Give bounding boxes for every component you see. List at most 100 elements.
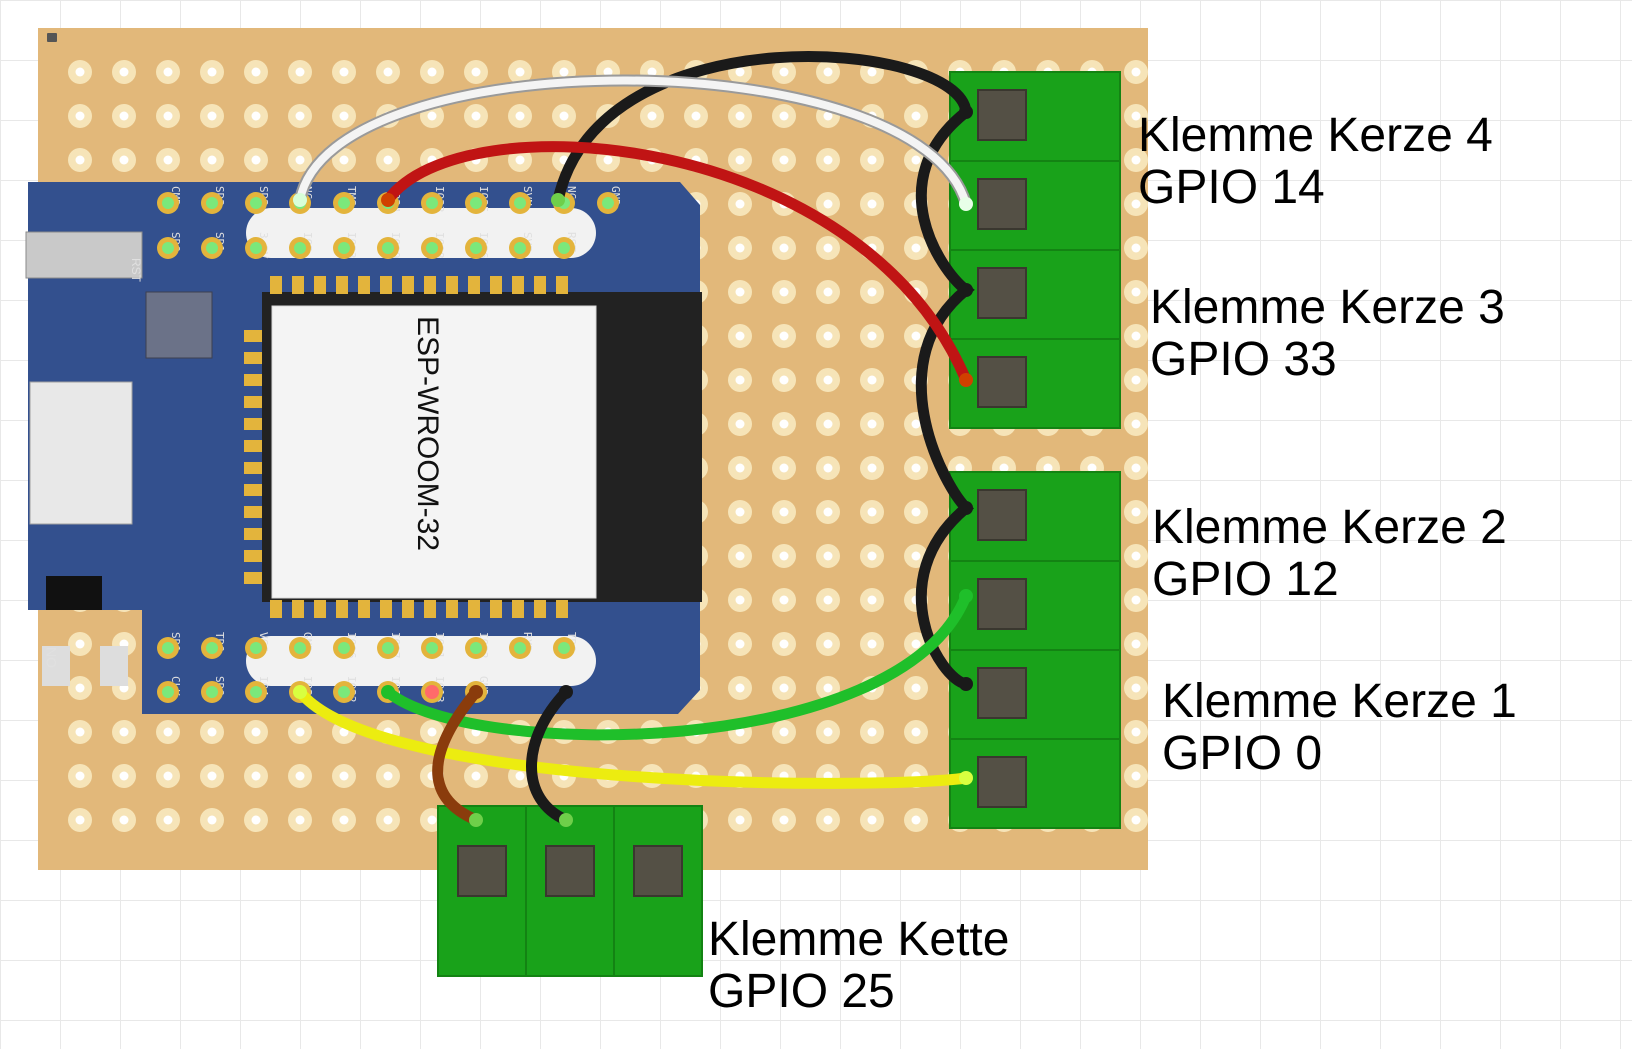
header-pin	[245, 681, 267, 703]
perfboard-hole	[1124, 808, 1148, 832]
perfboard-hole	[68, 632, 92, 656]
perfboard-hole	[1124, 500, 1148, 524]
perfboard-hole	[860, 632, 884, 656]
header-pin	[553, 637, 575, 659]
perfboard-hole	[288, 808, 312, 832]
module-pad	[380, 600, 392, 618]
wire-end	[559, 813, 573, 827]
perfboard-hole	[112, 60, 136, 84]
header-pin	[377, 637, 399, 659]
wire-end	[959, 501, 973, 515]
perfboard-hole	[640, 104, 664, 128]
terminal-cell	[949, 649, 1121, 740]
perfboard-hole	[68, 720, 92, 744]
terminal-cell	[613, 805, 703, 977]
module-pad	[468, 276, 480, 294]
perfboard-hole	[772, 368, 796, 392]
on-label: ON	[43, 647, 59, 668]
module-pad	[512, 276, 524, 294]
on-switch	[42, 646, 70, 686]
perfboard-hole	[772, 676, 796, 700]
usb-connector	[29, 381, 133, 525]
perfboard-hole	[1124, 544, 1148, 568]
terminal-blocks	[437, 71, 1121, 977]
perfboard-hole	[904, 500, 928, 524]
header-pin	[465, 237, 487, 259]
wire-end	[293, 193, 307, 207]
module-pad	[314, 600, 326, 618]
perfboard-hole	[816, 236, 840, 260]
module-pad	[402, 600, 414, 618]
module-pad	[292, 600, 304, 618]
header-pin	[245, 192, 267, 214]
perfboard-hole	[904, 324, 928, 348]
perfboard-hole	[772, 60, 796, 84]
perfboard-hole	[684, 104, 708, 128]
header-pin	[465, 192, 487, 214]
perfboard-hole	[420, 60, 444, 84]
perfboard-hole	[420, 720, 444, 744]
perfboard-hole	[728, 632, 752, 656]
perfboard-hole	[860, 456, 884, 480]
perfboard-hole	[1124, 632, 1148, 656]
perfboard-hole	[244, 764, 268, 788]
perfboard-hole	[68, 104, 92, 128]
perfboard-hole	[816, 412, 840, 436]
perfboard-hole	[728, 236, 752, 260]
perfboard-hole	[816, 60, 840, 84]
module-name: ESP-WROOM-32	[411, 316, 444, 551]
wires	[294, 51, 975, 826]
perfboard-hole	[728, 808, 752, 832]
module-pad	[336, 276, 348, 294]
perfboard-hole	[860, 324, 884, 348]
perfboard-hole	[288, 720, 312, 744]
perfboard-hole	[1124, 368, 1148, 392]
perfboard-hole	[816, 280, 840, 304]
perfboard-hole	[772, 324, 796, 348]
wire-brown-gpio25	[432, 686, 482, 826]
boot-switch	[100, 646, 128, 686]
header-pin	[377, 237, 399, 259]
perfboard-hole	[904, 808, 928, 832]
perfboard-hole	[156, 720, 180, 744]
perfboard-hole	[68, 148, 92, 172]
label-kerze-4: Klemme Kerze 4 GPIO 14	[1138, 110, 1493, 214]
perfboard-hole	[816, 456, 840, 480]
perfboard-hole	[1124, 456, 1148, 480]
wire-end	[559, 685, 573, 699]
header-pin	[421, 237, 443, 259]
perfboard-hole	[860, 500, 884, 524]
module-pad	[556, 600, 568, 618]
perfboard-hole	[816, 544, 840, 568]
perfboard-hole	[816, 808, 840, 832]
perfboard-hole	[772, 456, 796, 480]
header-pin	[333, 237, 355, 259]
module-pad	[314, 276, 326, 294]
module-pad	[358, 600, 370, 618]
perfboard-hole	[332, 764, 356, 788]
perfboard-hole	[772, 632, 796, 656]
header-pin	[333, 192, 355, 214]
perfboard-hole	[376, 60, 400, 84]
perfboard-hole	[1124, 280, 1148, 304]
perfboard-hole	[728, 676, 752, 700]
perfboard-hole	[860, 192, 884, 216]
perfboard-hole	[728, 104, 752, 128]
module-pad	[380, 276, 392, 294]
perfboard-hole	[904, 236, 928, 260]
perfboard-hole	[728, 500, 752, 524]
perfboard-hole	[860, 588, 884, 612]
module-pad	[402, 276, 414, 294]
perfboard-hole	[244, 720, 268, 744]
perfboard-hole	[112, 764, 136, 788]
perfboard-hole	[860, 412, 884, 436]
wire-black-gnd	[552, 51, 975, 690]
perfboard-hole	[772, 500, 796, 524]
module-castellated-pads	[244, 276, 568, 618]
perfboard-hole	[552, 104, 576, 128]
perfboard-hole	[464, 764, 488, 788]
perfboard-hole	[508, 60, 532, 84]
module-pad	[244, 506, 262, 518]
module-pad	[244, 572, 262, 584]
perfboard-hole	[860, 368, 884, 392]
